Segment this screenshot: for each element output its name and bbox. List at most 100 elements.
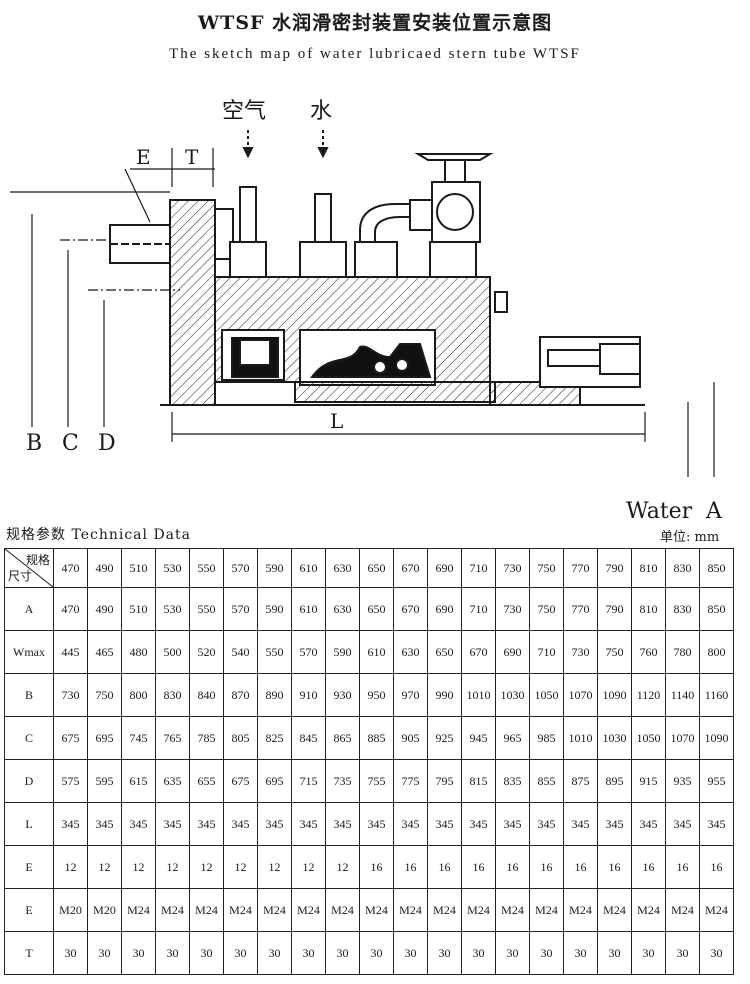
table-cell: 500 [155, 630, 190, 674]
header-cell: 530 [155, 548, 190, 588]
table-cell: 30 [393, 931, 428, 975]
table-cell: 345 [631, 802, 666, 846]
table-cell: 650 [427, 630, 462, 674]
header-cell: 670 [393, 548, 428, 588]
page-subtitle: The sketch map of water lubricaed stern … [169, 46, 581, 62]
table-cell: 30 [325, 931, 360, 975]
table-cell: 1090 [699, 716, 734, 760]
dim-c-label: C [62, 431, 79, 456]
table-cell: 16 [427, 845, 462, 889]
table-cell: M24 [223, 888, 258, 932]
table-cell: 750 [529, 587, 564, 631]
table-cell: 895 [597, 759, 632, 803]
table-cell: 16 [699, 845, 734, 889]
header-cell: 790 [597, 548, 632, 588]
table-cell: 345 [495, 802, 530, 846]
table-cell: 550 [189, 587, 224, 631]
table-cell: 570 [223, 587, 258, 631]
technical-data-label: 规格参数 Technical Data [6, 527, 191, 543]
table-cell: 850 [699, 587, 734, 631]
table-cell: 990 [427, 673, 462, 717]
table-cell: 30 [257, 931, 292, 975]
table-cell: 345 [699, 802, 734, 846]
dim-d-label: D [98, 431, 116, 456]
table-cell: 30 [529, 931, 564, 975]
table-cell: 870 [223, 673, 258, 717]
table-cell: 650 [359, 587, 394, 631]
row-label-cell: B [4, 673, 54, 717]
table-cell: 510 [121, 587, 156, 631]
table-cell: 670 [461, 630, 496, 674]
table-cell: 630 [393, 630, 428, 674]
table-cell: 12 [291, 845, 326, 889]
table-cell: 445 [53, 630, 88, 674]
table-cell: 825 [257, 716, 292, 760]
row-label-cell: Wmax [4, 630, 54, 674]
table-cell: 595 [87, 759, 122, 803]
table-cell: 570 [291, 630, 326, 674]
table-cell: M24 [631, 888, 666, 932]
table-cell: 905 [393, 716, 428, 760]
table-corner-cell: 规格尺寸 [4, 548, 54, 588]
row-label-cell: A [4, 587, 54, 631]
table-cell: 730 [53, 673, 88, 717]
unit-label: 单位: mm [660, 530, 720, 545]
table-cell: 30 [597, 931, 632, 975]
header-cell: 810 [631, 548, 666, 588]
table-cell: 690 [495, 630, 530, 674]
table-cell: 710 [529, 630, 564, 674]
table-cell: 755 [359, 759, 394, 803]
table-cell: 780 [665, 630, 700, 674]
table-cell: 345 [563, 802, 598, 846]
table-cell: 30 [699, 931, 734, 975]
table-cell: 345 [461, 802, 496, 846]
header-cell: 770 [563, 548, 598, 588]
header-cell: 610 [291, 548, 326, 588]
table-cell: 985 [529, 716, 564, 760]
table-cell: 875 [563, 759, 598, 803]
table-cell: 695 [257, 759, 292, 803]
table-cell: 12 [87, 845, 122, 889]
dim-e-label: E [136, 145, 151, 169]
table-cell: 1120 [631, 673, 666, 717]
corner-bottom-label: 尺寸 [8, 569, 33, 583]
table-cell: 695 [87, 716, 122, 760]
table-cell: M24 [291, 888, 326, 932]
table-cell: M24 [257, 888, 292, 932]
table-cell: 805 [223, 716, 258, 760]
table-cell: 16 [665, 845, 700, 889]
table-cell: 715 [291, 759, 326, 803]
table-cell: 470 [53, 587, 88, 631]
table-cell: 480 [121, 630, 156, 674]
table-cell: 30 [53, 931, 88, 975]
table-cell: 970 [393, 673, 428, 717]
table-cell: 16 [597, 845, 632, 889]
table-cell: 16 [393, 845, 428, 889]
table-cell: 345 [87, 802, 122, 846]
table-cell: 345 [53, 802, 88, 846]
header-cell: 750 [529, 548, 564, 588]
table-cell: 1030 [597, 716, 632, 760]
table-cell: 30 [563, 931, 598, 975]
table-cell: M24 [461, 888, 496, 932]
table-cell: 590 [325, 630, 360, 674]
table-cell: 345 [155, 802, 190, 846]
table-cell: 615 [121, 759, 156, 803]
table-cell: 30 [427, 931, 462, 975]
dim-l-label: L [330, 409, 343, 433]
row-label-cell: L [4, 802, 54, 846]
table-cell: 930 [325, 673, 360, 717]
table-cell: 12 [121, 845, 156, 889]
table-cell: 790 [597, 587, 632, 631]
header-cell: 710 [461, 548, 496, 588]
table-cell: 670 [393, 587, 428, 631]
table-cell: 770 [563, 587, 598, 631]
table-cell: 750 [597, 630, 632, 674]
table-cell: 30 [155, 931, 190, 975]
table-cell: 735 [325, 759, 360, 803]
water-en-label: Water [626, 499, 693, 522]
